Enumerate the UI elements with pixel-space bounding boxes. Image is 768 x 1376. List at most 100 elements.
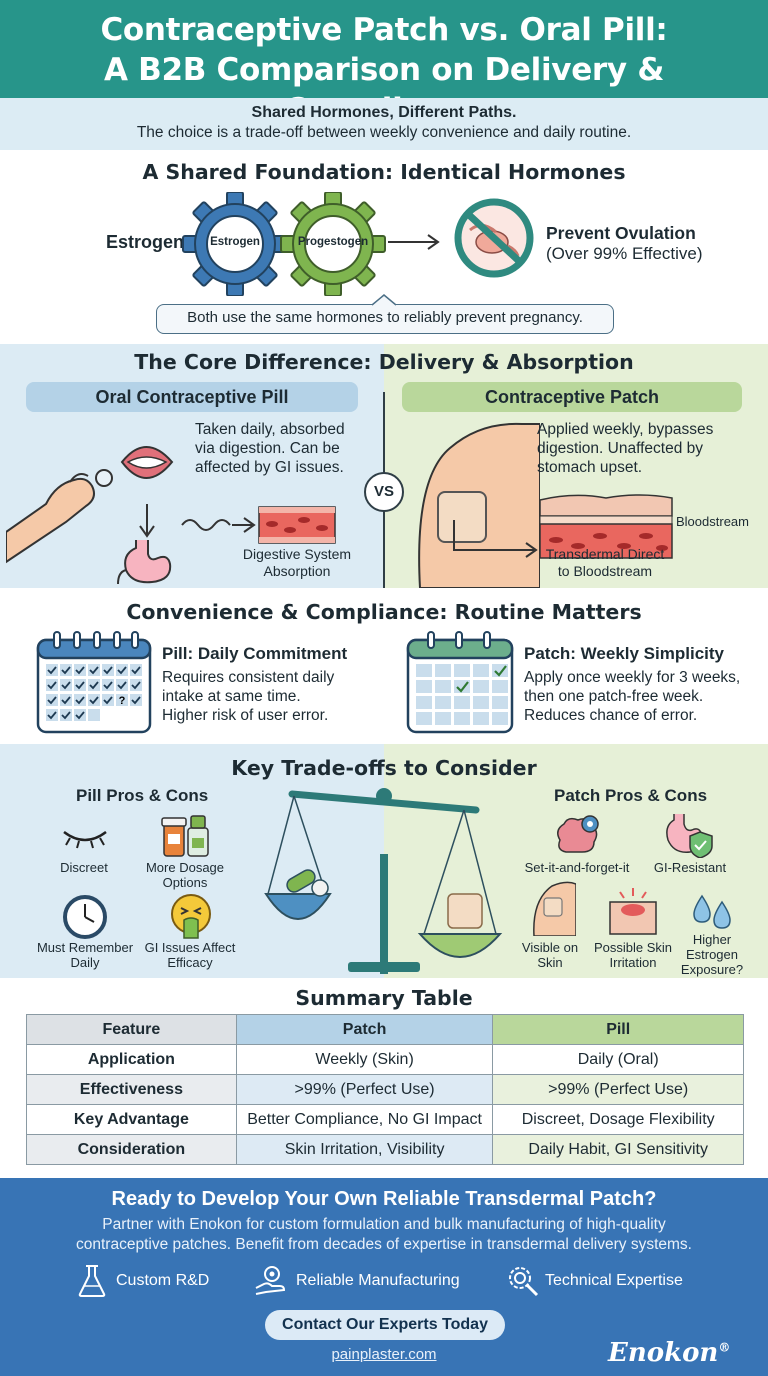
calendar-day — [60, 679, 72, 691]
dosage-line-2: Options — [162, 875, 208, 890]
summary-title: Summary Table — [295, 986, 473, 1010]
table-cell: Weekly (Skin) — [235, 1044, 494, 1075]
patch-tag: Contraceptive Patch — [402, 382, 742, 412]
footer-heading: Ready to Develop Your Own Reliable Trans… — [111, 1188, 657, 1210]
check-icon — [494, 665, 507, 677]
arrow-right-icon — [514, 542, 538, 558]
pill-tag: Oral Contraceptive Pill — [26, 382, 358, 412]
blood-vessel-icon — [258, 506, 336, 544]
patch-caption-2: to Bloodstream — [557, 563, 653, 579]
patch-square-icon — [447, 893, 483, 929]
table-cell: Better Compliance, No GI Impact — [235, 1104, 494, 1135]
core-title: The Core Difference: Delivery & Absorpti… — [134, 350, 634, 374]
vs-badge: VS — [364, 472, 404, 512]
calendar-day — [88, 694, 100, 706]
calendar-day — [454, 712, 470, 725]
result-sub: (Over 99% Effective) — [546, 244, 703, 263]
pill-compliance-heading: Pill: Daily Commitment — [162, 644, 348, 663]
skin-bloodstream-icon — [539, 494, 673, 559]
calendar-day — [130, 694, 142, 706]
patch-con-estrogen: Higher Estrogen Exposure? — [672, 932, 752, 977]
header-feature: Feature — [26, 1014, 237, 1045]
calendar-day — [416, 664, 432, 677]
calendar-day — [60, 694, 72, 706]
subheader: Shared Hormones, Different Paths. The ch… — [0, 98, 768, 150]
patch-compliance-heading: Patch: Weekly Simplicity — [524, 644, 724, 663]
check-icon — [456, 681, 469, 693]
check-icon — [103, 681, 113, 690]
mouth-icon — [120, 446, 174, 479]
gear-search-icon — [509, 1267, 539, 1297]
calendar-day — [473, 680, 489, 693]
estrogen-label: Estrogen — [106, 232, 185, 252]
balance-scale-icon — [264, 788, 503, 974]
pill-desc-2: via digestion. Can be — [195, 440, 340, 457]
patch-compliance-text: Apply once weekly for 3 weeks, then one … — [524, 668, 740, 725]
pill-ingestion-icon — [6, 446, 174, 564]
table-cell: Daily Habit, GI Sensitivity — [492, 1134, 744, 1165]
contact-experts-button[interactable]: Contact Our Experts Today — [265, 1310, 505, 1340]
website-link[interactable]: painplaster.com — [0, 1346, 768, 1363]
pill-con-remember: Must Remember Daily — [30, 940, 140, 970]
calendar-grid: ? — [46, 664, 142, 721]
title-line-1: Contraceptive Patch vs. Oral Pill: — [100, 12, 668, 48]
patch-con-irritation: Possible Skin Irritation — [588, 940, 678, 970]
pill-desc: Taken daily, absorbed via digestion. Can… — [195, 420, 345, 477]
subheader-headline: Shared Hormones, Different Paths. — [251, 104, 517, 121]
pill-compliance-text: Requires consistent daily intake at same… — [162, 668, 334, 725]
closed-eye-icon — [63, 830, 107, 849]
calendar-day — [102, 664, 114, 676]
compliance-title: Convenience & Compliance: Routine Matter… — [126, 600, 642, 624]
check-icon — [47, 681, 57, 690]
calendar-day — [46, 694, 58, 706]
calendar-day — [102, 694, 114, 706]
table-row: Application Weekly (Skin) Daily (Oral) — [26, 1044, 744, 1075]
check-icon — [75, 666, 85, 675]
header-patch: Patch — [235, 1014, 494, 1045]
estrogen-line-2: Estrogen — [685, 947, 739, 962]
patch-caption-1: Transdermal Direct — [545, 546, 665, 562]
website-link-text[interactable]: painplaster.com — [331, 1346, 437, 1363]
table-cell: >99% (Perfect Use) — [492, 1074, 744, 1105]
check-icon — [75, 696, 85, 705]
callout-pointer — [372, 294, 396, 306]
check-icon — [61, 666, 71, 675]
footer-line-1: Partner with Enokon for custom formulati… — [102, 1216, 666, 1233]
hand-gear-icon — [255, 1266, 286, 1295]
check-icon — [131, 666, 141, 675]
tradeoffs-title: Key Trade-offs to Consider — [231, 756, 537, 780]
calendar-day — [454, 696, 470, 709]
summary-table: Feature Patch Pill Application Weekly (S… — [26, 1014, 744, 1165]
calendar-day — [435, 664, 451, 677]
calendar-day — [74, 709, 86, 721]
gi-line-1: GI Issues Affect — [144, 940, 236, 955]
patch-pro-gi: GI-Resistant — [653, 860, 727, 875]
patch-comp-1: Apply once weekly for 3 weeks, — [524, 669, 741, 686]
calendar-day — [492, 712, 508, 725]
calendar-day — [102, 679, 114, 691]
droplets-icon — [693, 894, 731, 929]
calendar-day — [74, 664, 86, 676]
gear-progestogen-label: Progestogen — [297, 236, 369, 248]
pill-caption-1: Digestive System — [242, 546, 352, 562]
calendar-day — [130, 679, 142, 691]
check-icon — [89, 666, 99, 675]
page-title: Contraceptive Patch vs. Oral Pill: A B2B… — [0, 0, 768, 130]
skin-irritation-icon — [609, 888, 657, 935]
table-cell: Key Advantage — [26, 1104, 237, 1135]
remember-line-2: Daily — [70, 955, 100, 970]
clock-icon — [63, 895, 107, 939]
dosage-line-1: More Dosage — [145, 860, 225, 875]
table-cell: Effectiveness — [26, 1074, 237, 1105]
patch-desc-3: stomach upset. — [537, 459, 643, 476]
calendar-day — [130, 664, 142, 676]
check-icon — [75, 711, 85, 720]
gi-line-2: Efficacy — [167, 955, 213, 970]
check-icon — [89, 696, 99, 705]
compliance-section: Convenience & Compliance: Routine Matter… — [0, 588, 768, 744]
stomach-icon — [117, 540, 172, 585]
table-header-row: Feature Patch Pill — [26, 1014, 744, 1045]
calendar-day — [46, 679, 58, 691]
hormone-gears — [182, 192, 386, 296]
patch-con-visible: Visible on Skin — [510, 940, 590, 970]
